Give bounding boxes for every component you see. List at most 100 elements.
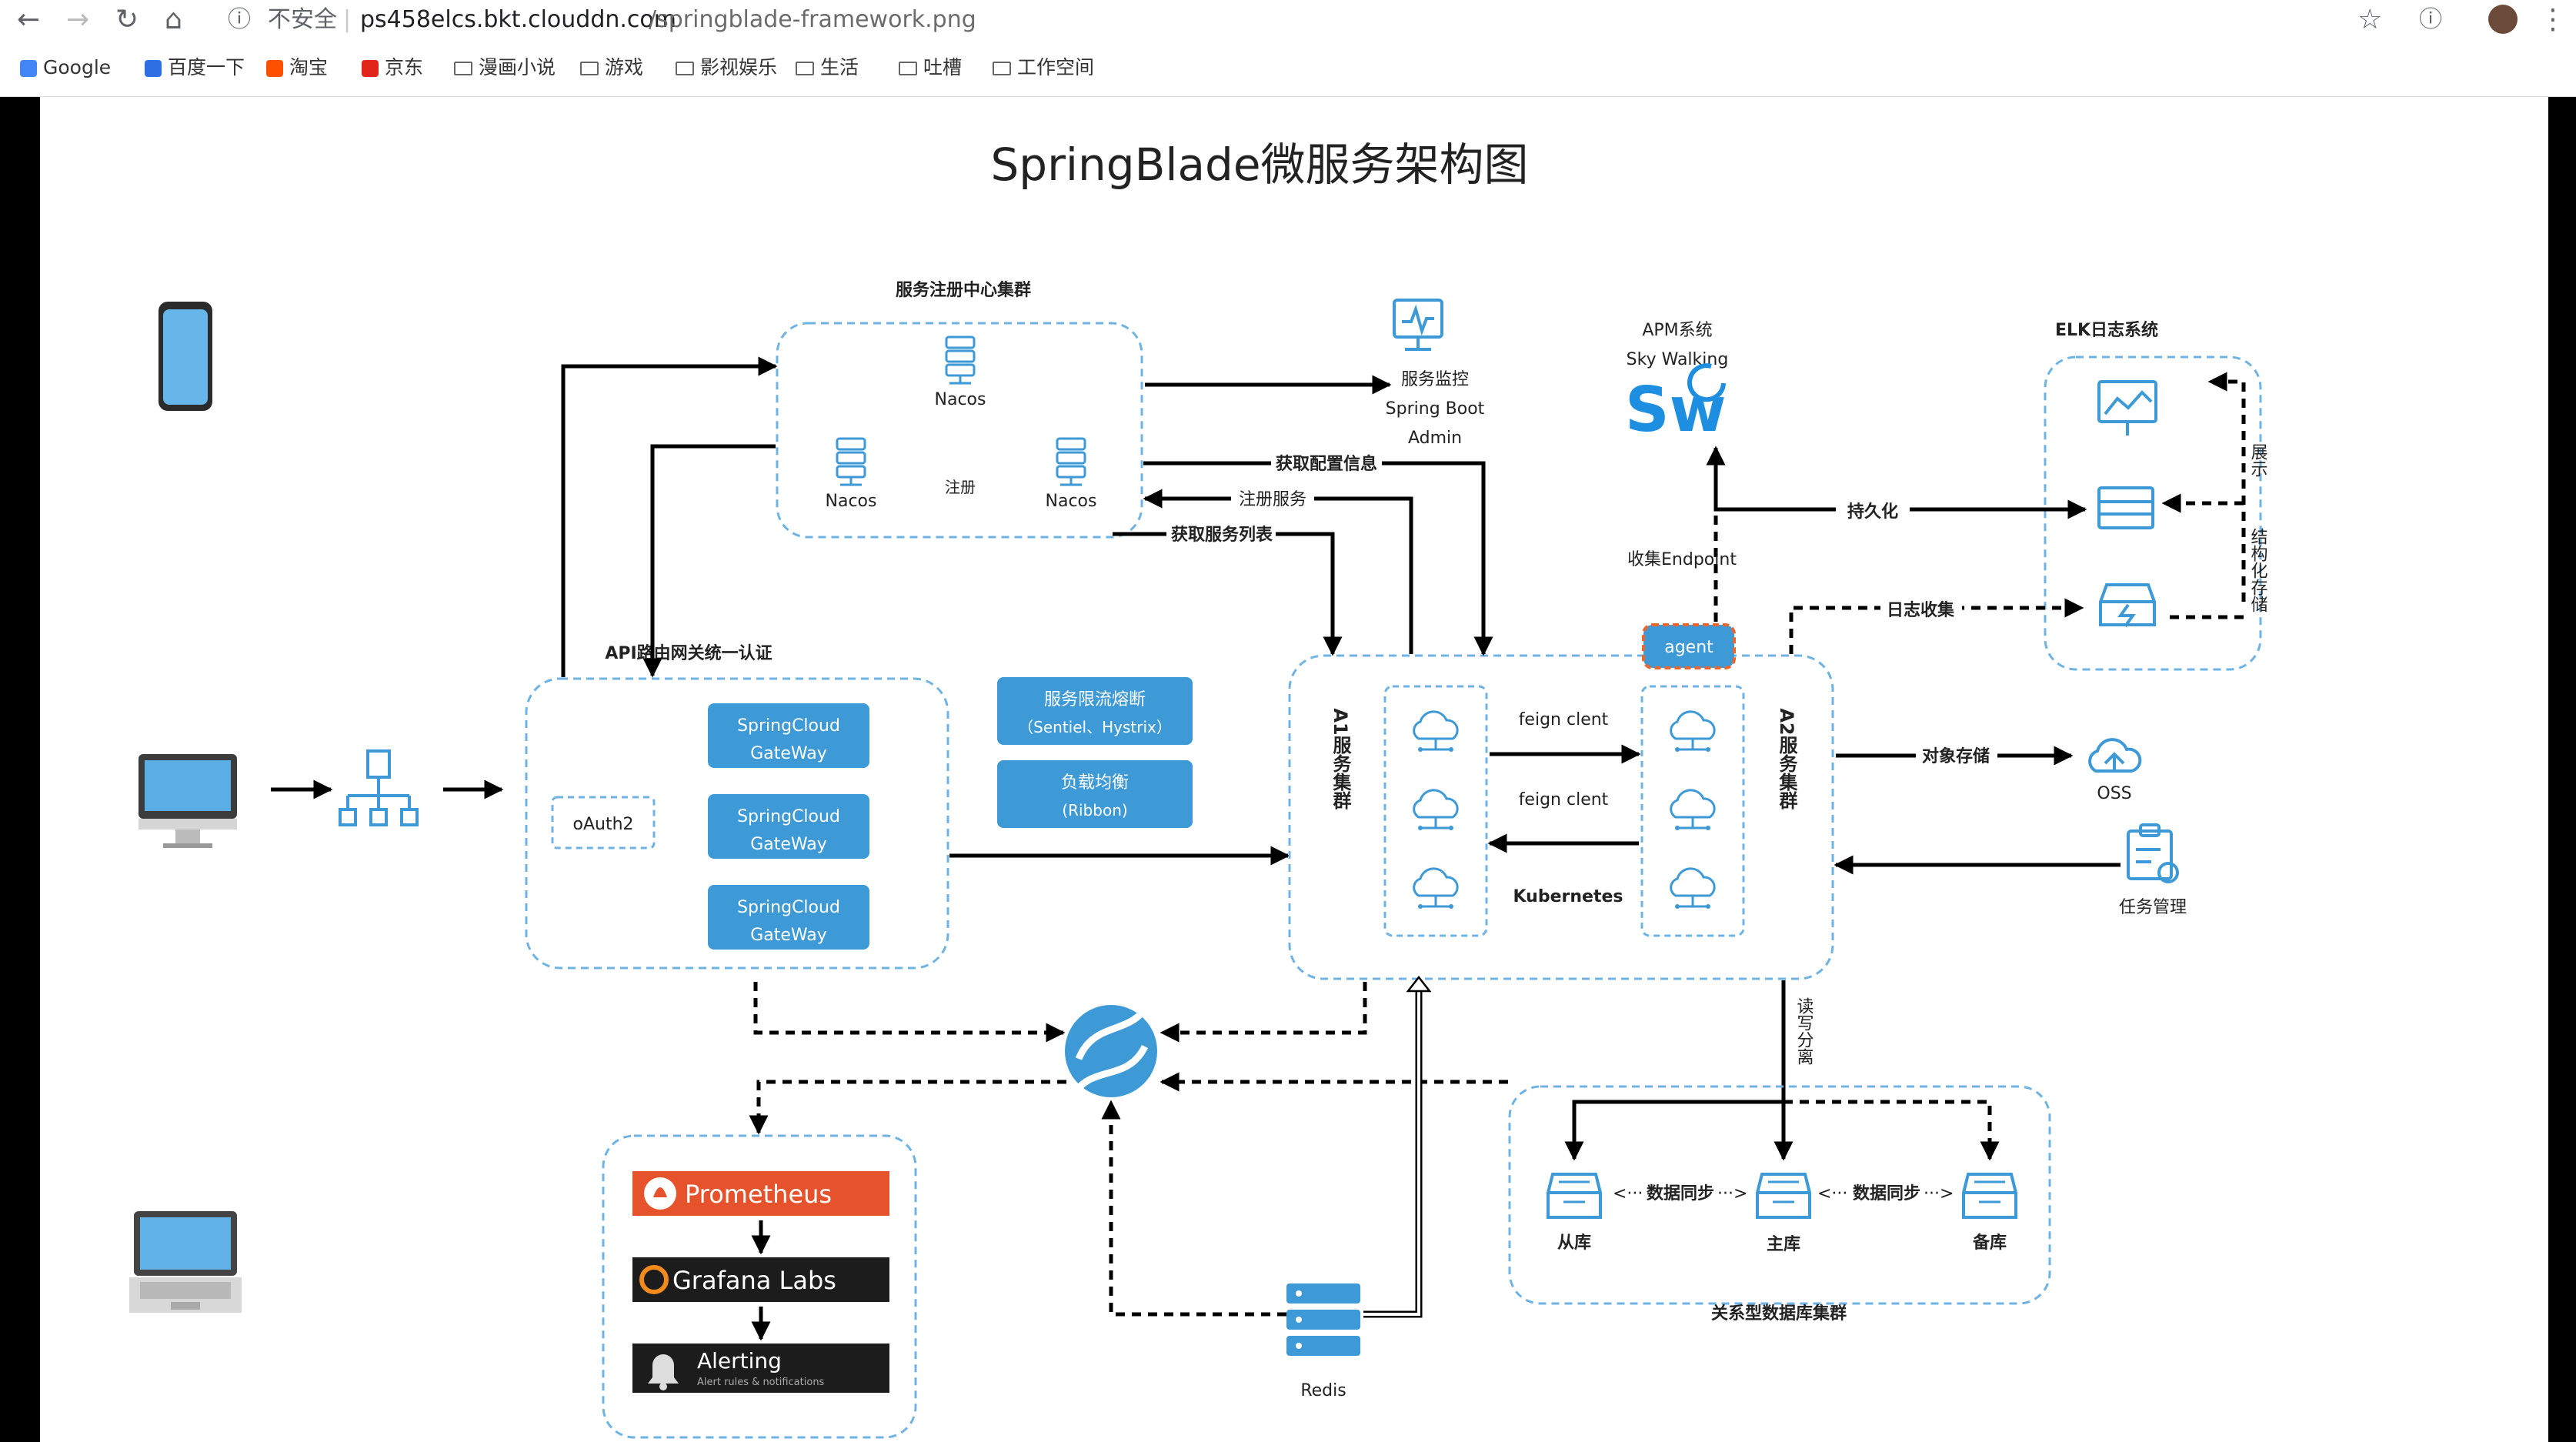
bookmark-item[interactable]: 京东 xyxy=(362,52,423,83)
arrow-to-backup xyxy=(1784,1100,2000,1161)
folder-icon xyxy=(676,62,694,75)
star-icon[interactable]: ☆ xyxy=(2357,4,2383,35)
service-instance-icon xyxy=(1413,867,1459,910)
arrow-get-config xyxy=(1143,461,1493,656)
get-list-label: 获取服务列表 xyxy=(1171,526,1273,545)
object-storage-bg xyxy=(1916,742,1997,769)
log-collect-label: 日志收集 xyxy=(1887,600,1955,620)
bookmark-item[interactable]: 游戏 xyxy=(580,52,643,83)
log-collect-bg xyxy=(1880,594,1962,622)
extension-icon[interactable]: ⓘ xyxy=(2419,6,2442,33)
bookmark-item[interactable]: 百度一下 xyxy=(145,52,245,83)
agent-box xyxy=(1642,623,1736,669)
gateway-line1: SpringCloud xyxy=(737,898,840,917)
alerting-sub-label: Alert rules & notifications xyxy=(697,1377,825,1388)
monitoring-cluster xyxy=(602,1134,917,1439)
bookmark-item[interactable]: 生活 xyxy=(796,52,859,83)
avatar[interactable] xyxy=(2488,5,2518,34)
bookmark-item[interactable]: 吐槽 xyxy=(899,52,962,83)
folder-icon xyxy=(993,62,1011,75)
sync-left-arrow: <··· xyxy=(1817,1184,1847,1203)
task-label: 任务管理 xyxy=(2119,898,2187,917)
folder-icon xyxy=(899,62,917,75)
bookmark-item[interactable]: 工作空间 xyxy=(993,52,1094,83)
skywalking-swoosh-icon xyxy=(1687,363,1726,402)
sync-label: 数据同步 xyxy=(1853,1183,1920,1203)
arrow-redis-hub xyxy=(1101,1100,1286,1317)
monitor-icon xyxy=(1393,299,1443,351)
bookmark-item[interactable]: Google xyxy=(20,52,111,83)
menu-icon[interactable]: ⋮ xyxy=(2539,4,2567,35)
elk-show-label: 展示 xyxy=(2248,443,2268,477)
bookmark-label: 百度一下 xyxy=(168,56,245,78)
balancer-line2: (Ribbon) xyxy=(1062,801,1127,819)
arrow-get-list xyxy=(1113,532,1343,656)
url-path[interactable]: /springblade-framework.png xyxy=(649,6,976,33)
service-instance-icon xyxy=(1413,789,1459,832)
a2-group xyxy=(1640,685,1745,937)
agent-label: agent xyxy=(1664,638,1713,657)
apm-line2: Sky Walking xyxy=(1627,350,1729,369)
registry-title: 服务注册中心集群 xyxy=(896,280,1031,300)
arrow-to-slave xyxy=(1564,1100,1784,1161)
security-label[interactable]: 不安全 xyxy=(268,6,337,33)
arrow-redis-services-inner xyxy=(1363,982,1420,1316)
load-balancer-box: 负载均衡 (Ribbon) xyxy=(997,760,1193,828)
reload-button[interactable]: ↻ xyxy=(115,4,139,35)
a1-cluster-label: A1服务集群 xyxy=(1330,708,1352,809)
a2-cluster-label: A2服务集群 xyxy=(1776,708,1798,809)
bookmark-item[interactable]: 影视娱乐 xyxy=(676,52,777,83)
oss-label: OSS xyxy=(2097,784,2131,803)
services-cluster xyxy=(1288,654,1834,980)
bookmark-label: 京东 xyxy=(385,56,424,78)
bookmark-label: Google xyxy=(43,56,112,78)
laptop-icon xyxy=(129,1211,242,1313)
gateway-line2: GateWay xyxy=(750,926,827,945)
prometheus-label: Prometheus xyxy=(685,1180,832,1209)
back-button[interactable]: ← xyxy=(17,4,41,35)
nacos-server-icon xyxy=(945,335,976,385)
elk-title: ELK日志系统 xyxy=(2055,320,2158,340)
home-icon[interactable]: ⌂ xyxy=(165,4,182,35)
feign-label: feign clent xyxy=(1519,710,1609,729)
nacos-label: Nacos xyxy=(826,492,877,511)
url-host[interactable]: ps458elcs.bkt.clouddn.com xyxy=(360,6,677,33)
elk-struct-label: 结构化存储 xyxy=(2248,528,2268,613)
address-row: ← → ↻ ⌂ ⓘ 不安全 | ps458elcs.bkt.clouddn.co… xyxy=(0,0,2576,40)
nacos-label: Nacos xyxy=(935,390,986,409)
arrow-apm-elk xyxy=(1713,448,2082,512)
arrow-elk-display xyxy=(2207,372,2246,602)
gateway-line1: SpringCloud xyxy=(737,716,840,736)
arrow-hub-monitoring xyxy=(749,1080,1066,1135)
oss-cloud-icon xyxy=(2088,738,2142,773)
skywalking-logo: Sw xyxy=(1625,374,1727,446)
registry-cluster xyxy=(776,322,1143,539)
gateway-line2: GateWay xyxy=(750,744,827,763)
bookmark-item[interactable]: 漫画小说 xyxy=(454,52,556,83)
sync-label: 数据同步 xyxy=(1647,1183,1714,1203)
master-db-icon xyxy=(1756,1173,1811,1219)
alerting-badge: Alerting Alert rules & notifications xyxy=(632,1344,889,1393)
forward-button[interactable]: → xyxy=(66,4,90,35)
breaker-line1: 服务限流熔断 xyxy=(1044,690,1146,709)
register-bg xyxy=(1231,485,1314,512)
gateway-line2: GateWay xyxy=(750,835,827,854)
oauth-box xyxy=(551,796,656,850)
db-cluster-title: 关系型数据库集群 xyxy=(1711,1303,1847,1324)
sync-left-arrow: <··· xyxy=(1613,1184,1643,1203)
db-cluster xyxy=(1508,1085,2051,1305)
redis-label: Redis xyxy=(1300,1381,1346,1400)
kubernetes-label: Kubernetes xyxy=(1513,887,1623,906)
site-favicon-icon xyxy=(266,60,283,77)
slave-db-icon xyxy=(1547,1173,1602,1219)
phone-icon xyxy=(158,302,212,411)
prometheus-badge: Prometheus xyxy=(632,1171,889,1216)
bookmark-item[interactable]: 淘宝 xyxy=(266,52,328,83)
backup-label: 备库 xyxy=(1972,1233,2007,1253)
logstash-icon xyxy=(2099,583,2156,628)
info-icon[interactable]: ⓘ xyxy=(228,6,251,33)
grafana-badge: Grafana Labs xyxy=(632,1257,889,1302)
bookmarks-bar: Google 百度一下淘宝 京东 漫画小说游戏 影视娱乐生活 吐槽工作空间 xyxy=(0,48,2576,91)
backup-db-icon xyxy=(1962,1173,2017,1219)
gateway-line1: SpringCloud xyxy=(737,807,840,826)
